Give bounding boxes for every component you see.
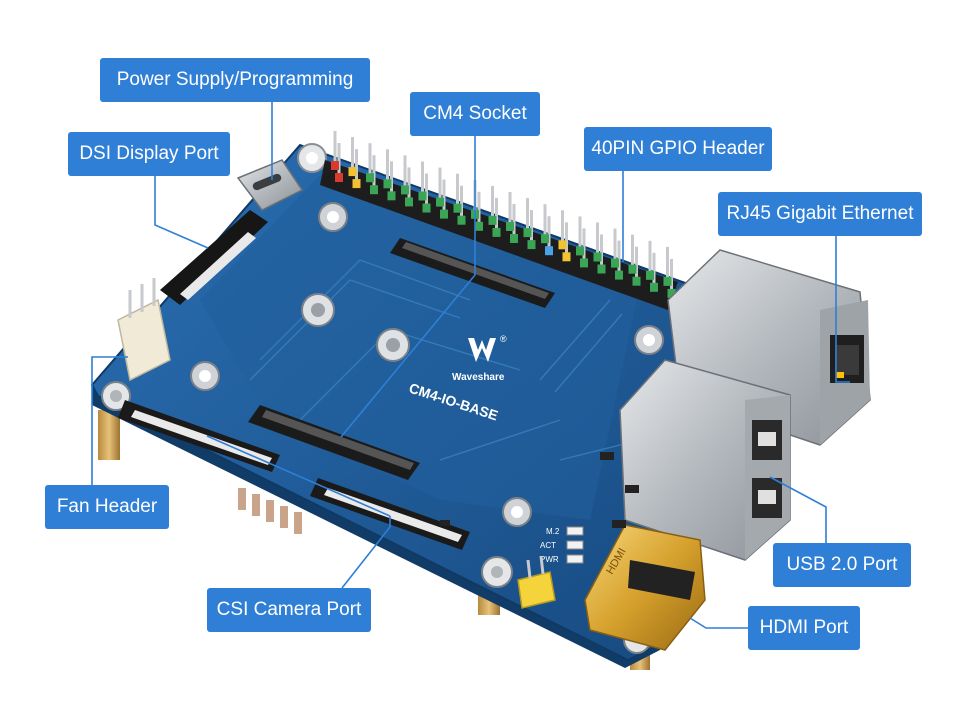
label-csi-camera-port: CSI Camera Port [207, 588, 371, 632]
label-dsi-display-port: DSI Display Port [68, 132, 230, 176]
leader-lines [91, 102, 850, 629]
gpio-pin-cap [457, 215, 466, 225]
leader-fan [91, 356, 128, 485]
leader-hdmi [689, 617, 748, 629]
gpio-pin-cap [370, 185, 378, 195]
fan-header [117, 278, 171, 382]
underside-pins [238, 488, 302, 534]
registered-mark: ® [500, 334, 507, 344]
led-label-act: ACT [540, 541, 556, 550]
label-usb-2-port: USB 2.0 Port [773, 543, 911, 587]
gpio-pin-cap [475, 221, 483, 231]
gpio-pin-cap [401, 185, 409, 195]
gpio-pin-cap [352, 179, 361, 189]
gpio-pin-cap [650, 282, 658, 292]
brand-text: Waveshare [452, 372, 505, 383]
gpio-pin-cap [453, 203, 462, 213]
gpio-pin-cap [506, 222, 514, 231]
gpio-pin-cap [545, 246, 553, 256]
gpio-pin-cap [510, 234, 518, 243]
gpio-pin-cap [615, 270, 623, 280]
dsi-connector [160, 210, 268, 305]
usb-ports [619, 359, 791, 561]
gpio-pin-cap [562, 252, 571, 262]
gpio-pin-cap [558, 240, 567, 250]
gpio-pin-cap [628, 264, 637, 274]
gpio-pin-cap [667, 288, 676, 298]
gpio-pin-cap [436, 197, 444, 207]
gpio-pin-cap [523, 228, 532, 238]
leader-cm4 [340, 136, 476, 438]
leader-csi [206, 435, 391, 517]
gpio-pin-cap [366, 173, 374, 183]
gpio-pin-cap [527, 240, 536, 250]
usb-c-connector [236, 159, 304, 211]
gpio-pin-cap [422, 203, 431, 213]
hdmi-port [584, 524, 706, 651]
gpio-pin-cap [541, 234, 549, 244]
gpio-pin-cap [593, 252, 602, 262]
gpio-pin-cap [663, 276, 672, 286]
label-cm4-socket: CM4 Socket [410, 92, 540, 136]
gpio-pin-cap [440, 209, 448, 219]
label-fan-header: Fan Header [45, 485, 169, 529]
gpio-pin-cap [348, 167, 357, 177]
led-label-m2: M.2 [546, 527, 560, 536]
gpio-pin-cap [646, 270, 654, 280]
gpio-pin-cap [576, 246, 584, 256]
gpio-pin-cap [335, 173, 343, 182]
label-40pin-gpio-header: 40PIN GPIO Header [584, 127, 772, 171]
label-power-supply-programming: Power Supply/Programming [100, 58, 370, 102]
waveshare-logo: Waveshare ® [452, 334, 507, 383]
gpio-pin-cap [418, 191, 427, 201]
gpio-pin-cap [632, 276, 641, 286]
gpio-pin-cap [383, 179, 392, 189]
led-label-pwr: PWR [540, 555, 559, 564]
label-hdmi-port: HDMI Port [748, 606, 860, 650]
smd-components [440, 452, 639, 528]
leader-usb [769, 476, 827, 543]
gpio-pin-cap [597, 264, 606, 274]
gpio-pin-cap [492, 227, 501, 237]
gpio-pin-cap [331, 161, 339, 170]
label-rj45-gigabit-ethernet: RJ45 Gigabit Ethernet [718, 192, 922, 236]
gpio-pin-cap [488, 215, 497, 225]
gpio-pin-cap [611, 258, 619, 268]
leader-dsi [154, 176, 209, 249]
gpio-pin-cap [580, 258, 588, 268]
status-leds: M.2 ACT PWR [540, 526, 584, 564]
gpio-pin-cap [387, 191, 396, 201]
gpio-pin-cap [405, 197, 413, 207]
jumper-header [517, 555, 556, 609]
leader-csi-2 [341, 516, 391, 589]
leader-rj45 [835, 236, 850, 383]
